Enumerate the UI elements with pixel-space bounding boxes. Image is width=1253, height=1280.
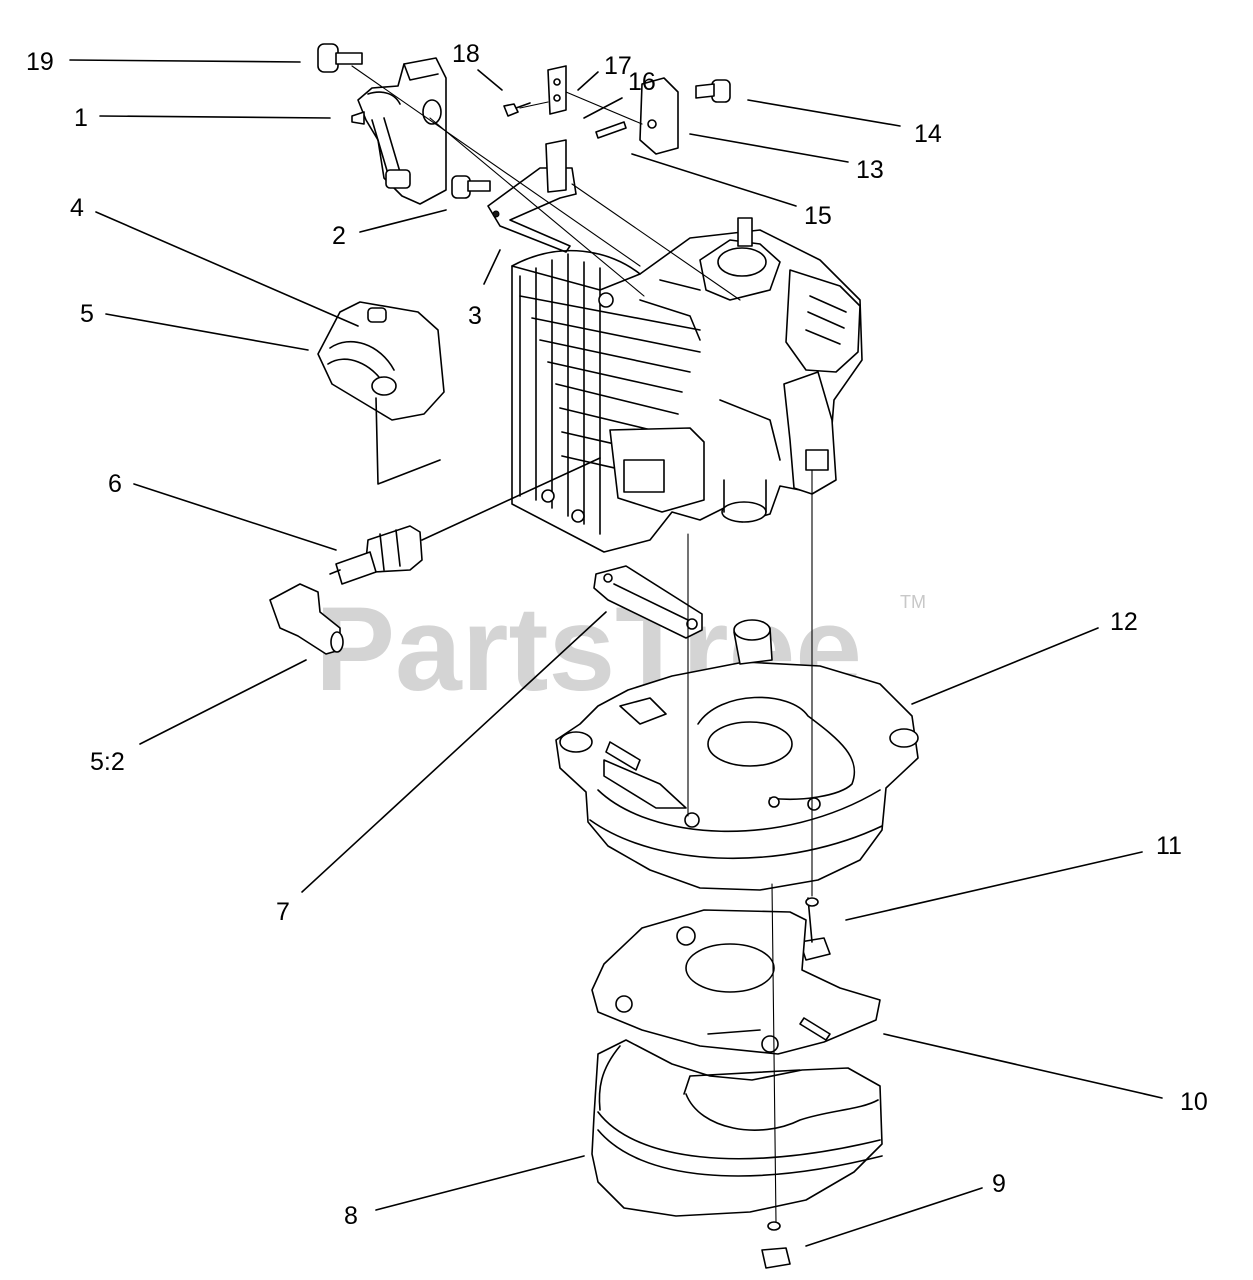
- watermark-trademark: TM: [900, 592, 926, 612]
- leader-11: [845, 851, 1143, 921]
- leader-8: [375, 1155, 585, 1211]
- engine-cylinder-block: [511, 217, 863, 553]
- leader-12: [911, 627, 1099, 705]
- callout-5-2: 5:2: [90, 748, 125, 776]
- part-6-spark-plug: [329, 457, 601, 585]
- leader-7: [301, 611, 607, 893]
- callout-3: 3: [468, 302, 482, 330]
- leader-9: [805, 1187, 983, 1247]
- leader-16: [583, 97, 623, 119]
- leader-6: [133, 483, 337, 551]
- part-13-plate: [639, 77, 679, 155]
- part-7-gasket: [593, 565, 703, 639]
- leader-4: [95, 211, 359, 327]
- part-5-ignition-module: [317, 301, 445, 485]
- leader-5-2: [139, 659, 307, 745]
- leader-1: [99, 115, 331, 119]
- leader-17: [577, 71, 599, 91]
- part-14-screw: [695, 79, 731, 103]
- leader-2: [359, 209, 447, 233]
- leader-15: [631, 153, 797, 207]
- callout-11: 11: [1156, 832, 1182, 860]
- callout-labels: 19 1 18 17 16 14 13 15 2 3 4 5 6 5:2 7 1…: [26, 40, 1208, 1230]
- callout-15: 15: [804, 202, 832, 230]
- part-8-cover: [591, 1039, 883, 1217]
- callout-18: 18: [452, 40, 480, 68]
- callout-19: 19: [26, 48, 54, 76]
- leader-5: [105, 313, 309, 351]
- callout-1: 1: [74, 104, 88, 132]
- leader-19: [69, 59, 301, 63]
- callout-2: 2: [332, 222, 346, 250]
- callout-8: 8: [344, 1202, 358, 1230]
- callout-12: 12: [1110, 608, 1138, 636]
- part-1-bracket: [351, 57, 447, 205]
- part-2-screw: [451, 175, 491, 199]
- part-3-lever: [487, 139, 577, 253]
- callout-5: 5: [80, 300, 94, 328]
- callout-17: 17: [604, 52, 632, 80]
- callout-4: 4: [70, 194, 84, 222]
- callout-14: 14: [914, 120, 942, 148]
- part-17-plate: [547, 65, 567, 115]
- part-12-crankcase: [555, 619, 919, 891]
- part-19-screw: [317, 43, 363, 73]
- callout-10: 10: [1180, 1088, 1208, 1116]
- assembly-guide-lines: [351, 65, 813, 1223]
- part-10-gasket: [591, 909, 881, 1055]
- callout-6: 6: [108, 470, 122, 498]
- leader-10: [883, 1033, 1163, 1099]
- leader-lines: [69, 59, 1163, 1247]
- leader-3: [483, 249, 501, 285]
- part-18-screw: [503, 102, 531, 117]
- part-5-2-boot: [269, 583, 344, 655]
- callout-9: 9: [992, 1170, 1006, 1198]
- callout-13: 13: [856, 156, 884, 184]
- part-9-plug: [761, 1221, 791, 1269]
- callout-16: 16: [628, 68, 656, 96]
- leader-13: [689, 133, 849, 163]
- part-16-pin: [595, 121, 627, 139]
- callout-7: 7: [276, 898, 290, 926]
- leader-18: [477, 69, 503, 91]
- leader-14: [747, 99, 901, 127]
